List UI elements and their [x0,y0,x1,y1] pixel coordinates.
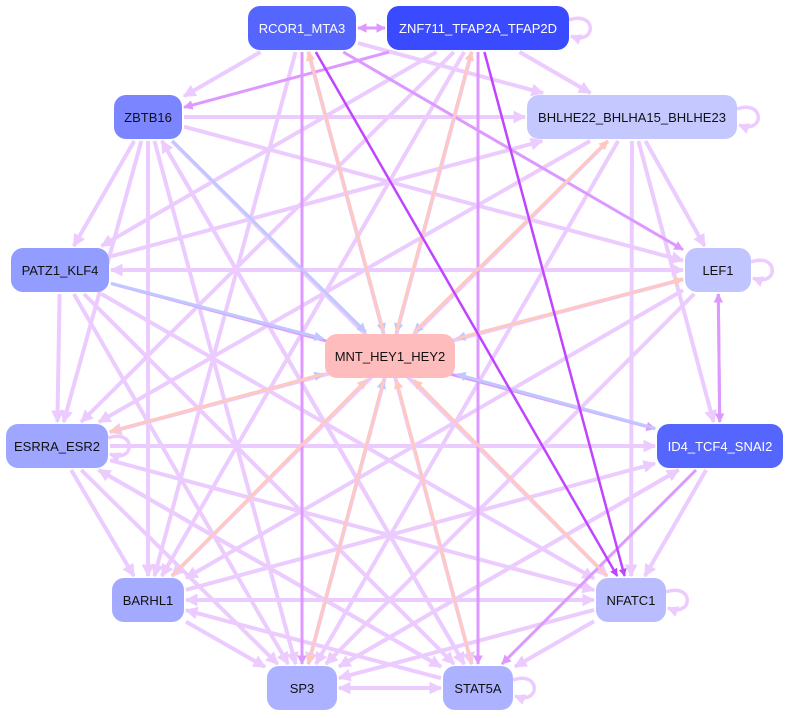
edge-ESRRA_ESR2-to-BARHL1 [69,468,136,578]
edge-BARHL1-to-ID4_TCF4_SNAI2 [185,460,657,592]
edge-BHLHE22_BHLHA15_BHLHE23-to-LEF1 [643,140,707,248]
edge-PATZ1_KLF4-to-MNT_HEY1_HEY2 [110,281,324,342]
node-label: NFATC1 [606,592,656,608]
edge-ID4_TCF4_SNAI2-to-NFATC1 [643,468,708,578]
node-label: ID4_TCF4_SNAI2 [667,438,773,454]
edge-RCOR1_MTA3-to-NFATC1 [314,51,619,577]
edge-ID4_TCF4_SNAI2-to-MNT_HEY1_HEY2 [456,371,656,430]
edge-MNT_HEY1_HEY2-to-SP3 [305,379,386,665]
node-label: MNT_HEY1_HEY2 [334,348,446,364]
edge-BHLHE22_BHLHA15_BHLHE23-to-SP3 [314,139,620,666]
edge-MNT_HEY1_HEY2-to-BHLHE22_BHLHA15_BHLHE23 [413,139,609,334]
node-znf711-tfap2a-tfap2d[interactable]: ZNF711_TFAP2A_TFAP2D [387,6,569,50]
node-label: STAT5A [454,680,502,696]
node-label: BARHL1 [122,592,174,608]
node-label: BHLHE22_BHLHA15_BHLHE23 [538,109,726,125]
self-loop-NFATC1 [665,588,689,617]
edge-ZNF711_TFAP2A_TFAP2D-to-BARHL1 [160,51,466,578]
edge-ID4_TCF4_SNAI2-to-LEF1 [713,293,724,423]
edge-MNT_HEY1_HEY2-to-ZNF711_TFAP2A_TFAP2D [394,51,474,333]
node-rcor1-mta3[interactable]: RCOR1_MTA3 [248,6,356,50]
edge-MNT_HEY1_HEY2-to-ESRRA_ESR2 [109,372,324,435]
edge-MNT_HEY1_HEY2-to-RCOR1_MTA3 [306,51,386,333]
node-label: RCOR1_MTA3 [258,20,346,36]
edge-BHLHE22_BHLHA15_BHLHE23-to-NFATC1 [624,140,638,578]
edge-RCOR1_MTA3-to-ZBTB16 [182,50,262,98]
edge-BARHL1-to-MNT_HEY1_HEY2 [170,378,368,578]
edge-ZNF711_TFAP2A_TFAP2D-to-NFATC1 [483,51,627,577]
node-label: PATZ1_KLF4 [21,262,99,278]
self-loop-ZNF711_TFAP2A_TFAP2D [568,16,592,45]
node-lef1[interactable]: LEF1 [685,248,751,292]
edge-BARHL1-to-SP3 [185,619,267,669]
self-loop-LEF1 [750,258,774,287]
node-label: ZNF711_TFAP2A_TFAP2D [399,20,557,36]
node-label: SP3 [289,680,315,696]
node-patz1-klf4[interactable]: PATZ1_KLF4 [11,248,109,292]
node-stat5a[interactable]: STAT5A [443,666,513,710]
node-zbtb16[interactable]: ZBTB16 [114,95,182,139]
node-label: LEF1 [702,262,734,278]
edge-ZBTB16-to-MNT_HEY1_HEY2 [171,139,367,334]
node-nfatc1[interactable]: NFATC1 [596,578,666,622]
edge-RCOR1_MTA3-to-BHLHE22_BHLHA15_BHLHE23 [357,41,545,97]
self-loop-STAT5A [512,676,536,705]
node-mnt-hey1-hey2[interactable]: MNT_HEY1_HEY2 [325,334,455,378]
edge-NFATC1-to-MNT_HEY1_HEY2 [412,378,609,578]
node-label: ZBTB16 [124,109,172,125]
node-barhl1[interactable]: BARHL1 [112,578,184,622]
edge-STAT5A-to-MNT_HEY1_HEY2 [393,379,474,665]
edge-LEF1-to-BARHL1 [184,288,685,580]
node-label: ESRRA_ESR2 [14,438,100,454]
edge-STAT5A-to-ESRRA_ESR2 [97,468,442,669]
self-loop-ESRRA_ESR2 [107,434,131,463]
edge-RCOR1_MTA3-to-LEF1 [342,50,684,251]
edge-MNT_HEY1_HEY2-to-LEF1 [456,276,684,340]
edge-PATZ1_KLF4-to-BHLHE22_BHLHA15_BHLHE23 [110,137,544,259]
edge-ZBTB16-to-PATZ1_KLF4 [72,140,136,248]
edge-ZNF711_TFAP2A_TFAP2D-to-BHLHE22_BHLHA15_BHLHE23 [518,50,592,95]
edge-ESRRA_ESR2-to-NFATC1 [109,458,596,594]
node-sp3[interactable]: SP3 [267,666,337,710]
edge-ZNF711_TFAP2A_TFAP2D-to-ZBTB16 [183,50,390,110]
edge-SP3-to-ID4_TCF4_SNAI2 [337,468,680,669]
node-esrra-esr2[interactable]: ESRRA_ESR2 [6,424,108,468]
edge-BHLHE22_BHLHA15_BHLHE23-to-ESRRA_ESR2 [97,139,592,424]
node-id4-tcf4-snai2[interactable]: ID4_TCF4_SNAI2 [657,424,783,468]
edge-PATZ1_KLF4-to-ESRRA_ESR2 [51,293,65,424]
edge-STAT5A-to-ZBTB16 [160,139,466,666]
edge-PATZ1_KLF4-to-NFATC1 [100,292,596,581]
node-bhlhe22-bhlha15-bhlhe23[interactable]: BHLHE22_BHLHA15_BHLHE23 [527,95,737,139]
self-loop-BHLHE22_BHLHA15_BHLHE23 [736,105,760,134]
edge-NFATC1-to-STAT5A [513,619,595,669]
